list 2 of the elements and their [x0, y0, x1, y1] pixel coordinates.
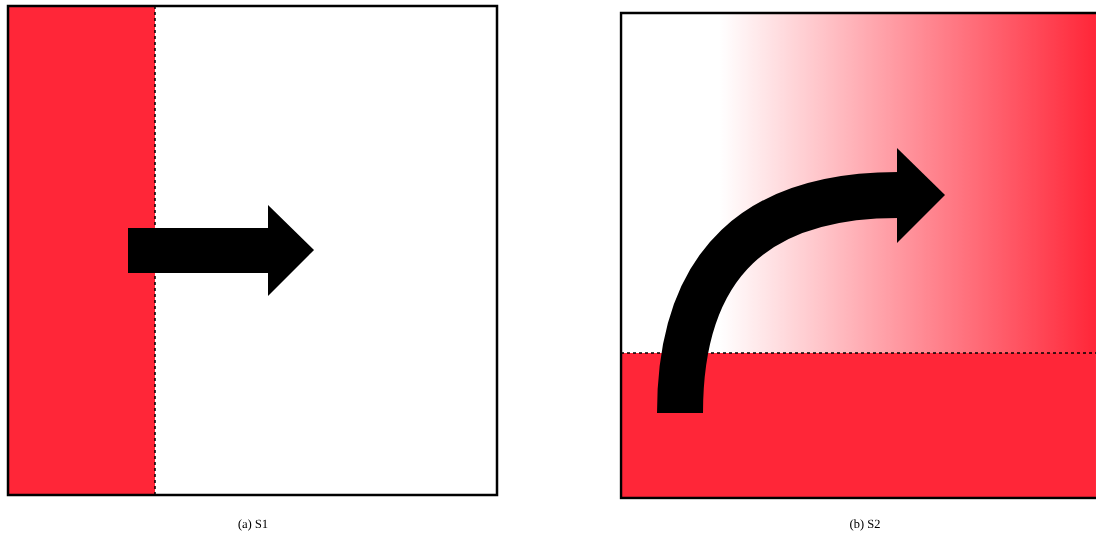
caption: (a) S1	[238, 519, 268, 531]
caption: (b) S2	[850, 519, 880, 531]
